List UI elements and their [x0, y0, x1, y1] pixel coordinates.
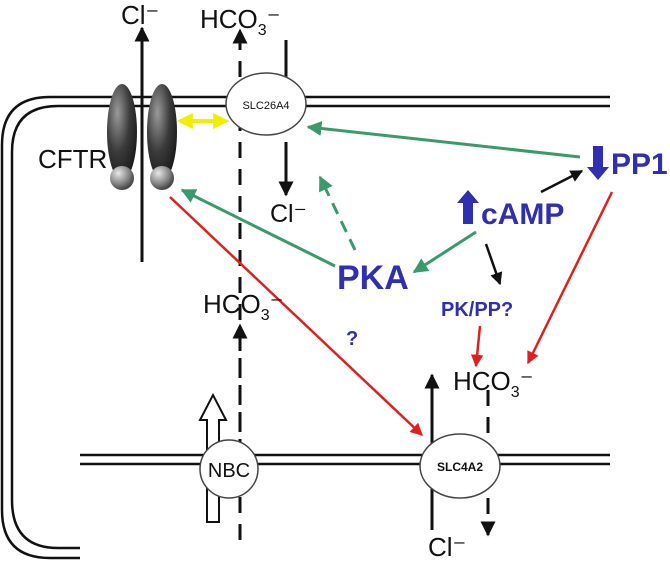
pp1-to-slc26a4-arrow — [306, 121, 581, 159]
hco3-right-label: HCO3⁻ — [453, 366, 533, 401]
camp-to-pp1-arrow — [540, 169, 584, 194]
cftr-to-slc4a2-arrow — [169, 196, 423, 436]
nbc-label: NBC — [208, 460, 250, 482]
pp1-decrease-icon — [587, 146, 609, 180]
cl-mid-label: Cl⁻ — [270, 200, 307, 228]
camp-to-pka-arrow — [412, 230, 477, 274]
hco3-mid-label: HCO3⁻ — [203, 289, 283, 324]
nbc-transporter — [199, 439, 259, 499]
pp1-label: PP1 — [611, 148, 668, 181]
cftr-label: CFTR — [38, 144, 107, 174]
pkpp-label: PK/PP? — [441, 299, 513, 321]
cl-top-label: Cl⁻ — [121, 0, 159, 30]
camp-to-pkpp-arrow — [484, 243, 503, 286]
pp1-to-hco3-arrow — [526, 191, 614, 365]
cell-membrane — [0, 95, 610, 560]
pkpp-to-hco3-arrow — [470, 325, 484, 368]
slc26a4-transporter — [225, 72, 307, 136]
cftr-channel — [107, 84, 177, 190]
hco3-top-label: HCO3⁻ — [200, 4, 280, 39]
cl-bottom-label: Cl⁻ — [428, 532, 466, 562]
pka-label: PKA — [337, 259, 409, 297]
question-label: ? — [346, 328, 358, 350]
slc4a2-label: SLC4A2 — [437, 460, 483, 474]
camp-label: cAMP — [481, 198, 564, 231]
slc26a4-label: SLC26A4 — [242, 100, 289, 112]
camp-increase-icon — [457, 190, 479, 224]
pka-to-cftr-arrow — [180, 188, 336, 268]
slc4a2-transporter — [419, 433, 501, 499]
pka-to-slc26a4-arrow — [318, 175, 357, 251]
